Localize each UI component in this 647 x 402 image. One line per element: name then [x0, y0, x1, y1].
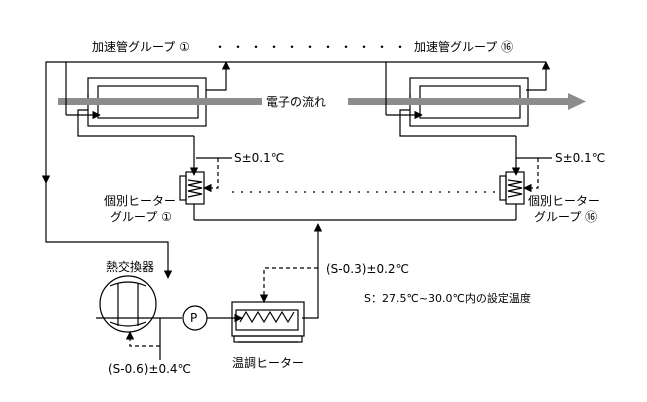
control-feedback-lines — [125, 267, 318, 347]
accelerator-group-first-label: 加速管グループ ① — [92, 40, 190, 54]
setpoint-right-label: S±0.1℃ — [555, 151, 606, 165]
temp-heater-label: 温調ヒーター — [232, 356, 305, 370]
top-piping — [41, 61, 551, 184]
supply-header — [193, 204, 517, 268]
supply-setpoint-label: (S-0.3)±0.2℃ — [326, 262, 410, 276]
s-definition-note: S：27.5℃~30.0℃内の設定温度 — [364, 292, 531, 305]
heater-group-last-line1: 個別ヒーター — [528, 194, 601, 208]
heat-exchanger-label: 熱交換器 — [106, 260, 155, 274]
group-ellipsis: ・・・・・・・・・・・ — [214, 40, 413, 54]
electron-flow-label: 電子の流れ — [266, 95, 327, 109]
heater-group-last-line2: グループ ⑯ — [534, 210, 598, 224]
accelerator-group-last-label: 加速管グループ ⑯ — [414, 40, 514, 54]
electron-flow-arrow — [58, 93, 586, 110]
pump-label: P — [190, 311, 198, 325]
return-piping — [45, 183, 173, 279]
heater-group-first-line2: グループ ① — [110, 210, 172, 224]
individual-heater-16 — [499, 171, 525, 205]
heater-control-lines — [196, 157, 552, 193]
heat-exchanger — [96, 275, 182, 360]
return-setpoint-label: (S-0.6)±0.4℃ — [108, 362, 192, 376]
setpoint-left-label: S±0.1℃ — [234, 151, 285, 165]
individual-heater-1 — [179, 171, 205, 205]
temperature-control-heater — [231, 301, 305, 343]
heater-group-first-line1: 個別ヒーター — [104, 194, 177, 208]
